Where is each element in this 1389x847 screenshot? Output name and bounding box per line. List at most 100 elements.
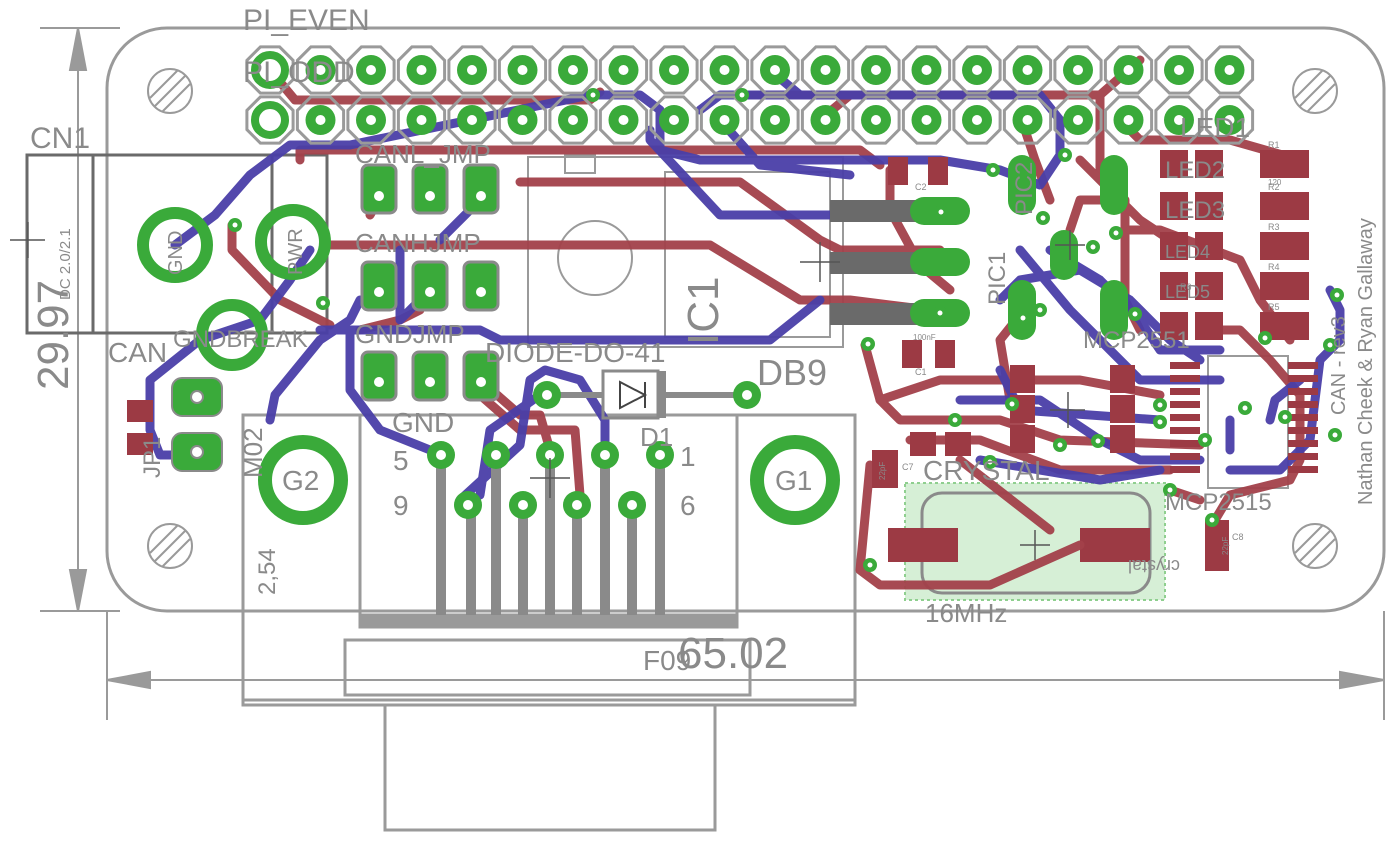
mounting-hole-top-right bbox=[1292, 68, 1338, 114]
jumper-holes bbox=[374, 191, 486, 387]
header-pin-outline bbox=[598, 95, 649, 145]
mcp2515-pin-left bbox=[1170, 427, 1200, 434]
header-pin-outline bbox=[396, 95, 447, 145]
header-pin-hole bbox=[416, 65, 427, 75]
header-pin-hole bbox=[315, 115, 326, 125]
header-pin-hole bbox=[1224, 65, 1235, 75]
header-pin-hole bbox=[568, 65, 578, 75]
jumper-headers bbox=[360, 163, 500, 402]
header-pin-outline bbox=[497, 95, 548, 145]
header-pin-hole bbox=[618, 65, 629, 75]
label-cn1: CN1 bbox=[30, 122, 90, 155]
mounting-hole-top-left bbox=[147, 68, 193, 114]
label-pic2: PIC2 bbox=[1011, 162, 1038, 215]
via-hole bbox=[1332, 432, 1338, 438]
header-pin-outline bbox=[952, 45, 1002, 95]
header-pin-hole bbox=[1073, 65, 1083, 75]
header-pin-hole bbox=[770, 115, 780, 125]
header-pin-outline bbox=[1204, 45, 1255, 95]
dimension-vertical bbox=[40, 27, 120, 612]
header-pin-outline bbox=[1002, 95, 1053, 145]
label-22pf-bottom: 22pF bbox=[878, 462, 887, 480]
label-dc: DC 2.0/2.1 bbox=[57, 228, 74, 300]
header-pin-hole bbox=[770, 65, 780, 75]
mcp2515-pin-right bbox=[1288, 362, 1318, 369]
header-pin-outline bbox=[548, 45, 598, 95]
label-ic1: IC1 bbox=[679, 277, 728, 345]
label-pi-even: PI_EVEN bbox=[243, 4, 370, 37]
label-f09: F09 bbox=[643, 645, 691, 676]
via-hole bbox=[320, 300, 326, 306]
diode-d1 bbox=[533, 369, 761, 420]
header-pin-hole bbox=[517, 115, 528, 125]
label-led3: LED3 bbox=[1165, 197, 1225, 224]
header-pin-hole bbox=[1022, 65, 1033, 75]
header-pin-outline bbox=[447, 45, 497, 95]
via-hole bbox=[1157, 419, 1163, 425]
header-pin-outline bbox=[800, 95, 851, 145]
label-gnd-jmp: GNDJMP bbox=[355, 319, 465, 349]
can-terminal-m02 bbox=[171, 377, 223, 472]
header-pin-hole bbox=[719, 65, 730, 75]
via-hole bbox=[1209, 517, 1215, 523]
ic1-leads bbox=[830, 197, 970, 327]
db9-connector-outline bbox=[241, 413, 857, 832]
label-pin5: 5 bbox=[393, 445, 409, 476]
mcp2515-pin-left bbox=[1170, 466, 1200, 473]
label-diode-pkg: DIODE-DO-41 bbox=[485, 337, 665, 368]
header-pin-hole bbox=[972, 65, 982, 75]
label-res-val: 120 bbox=[1268, 178, 1282, 187]
label-canh-jmp: CANHJMP bbox=[355, 228, 481, 258]
via-hole bbox=[232, 222, 238, 228]
dc-jack-pads bbox=[137, 204, 331, 371]
header-pin-hole bbox=[467, 115, 477, 125]
via-hole bbox=[1009, 401, 1015, 407]
header-pin-outline bbox=[1053, 95, 1103, 145]
header-pin-outline bbox=[346, 45, 396, 95]
header-pin-outline bbox=[497, 45, 548, 95]
via-hole bbox=[1037, 307, 1043, 313]
label-pin9: 9 bbox=[393, 490, 409, 521]
header-pin-outline bbox=[245, 95, 295, 145]
label-dim-2997: 29.97 bbox=[29, 280, 78, 390]
via-hole bbox=[937, 310, 943, 316]
label-freq: 16MHz bbox=[925, 598, 1007, 628]
label-c1: C1 bbox=[915, 367, 927, 377]
header-pin-hole bbox=[1123, 115, 1134, 125]
label-mcp2551: MCP2551 bbox=[1083, 327, 1190, 354]
header-pin-outline bbox=[548, 95, 598, 145]
mcp2515-pin-right bbox=[1288, 453, 1318, 460]
mounting-hole-bottom-right bbox=[1292, 523, 1338, 569]
header-pin-outline bbox=[396, 45, 447, 95]
label-db9: DB9 bbox=[757, 352, 827, 393]
via-hole bbox=[739, 92, 745, 98]
label-dim-6502: 65.02 bbox=[678, 629, 788, 678]
via-hole bbox=[1095, 438, 1101, 444]
header-pin-outline bbox=[1154, 45, 1204, 95]
label-led4: LED4 bbox=[1165, 242, 1210, 262]
header-pin-hole bbox=[1174, 115, 1184, 125]
via-hole bbox=[1327, 342, 1333, 348]
mcp2515-pin-left bbox=[1170, 453, 1200, 460]
header-pin-outline bbox=[901, 95, 952, 145]
db9-pin-holes bbox=[436, 450, 665, 510]
via-hole bbox=[1040, 215, 1046, 221]
label-canl-jmp: CANL_JMP bbox=[355, 139, 491, 169]
header-pin-hole bbox=[265, 115, 275, 125]
board-outline bbox=[105, 26, 1386, 613]
header-pin-hole bbox=[265, 65, 275, 75]
mounting-hole-bottom-left bbox=[147, 523, 193, 569]
header-pin-outline bbox=[447, 95, 497, 145]
label-pic1: PIC1 bbox=[984, 252, 1011, 305]
header-pin-hole bbox=[1022, 115, 1033, 125]
label-r4: R4 bbox=[1268, 262, 1280, 272]
label-c8: C8 bbox=[1232, 532, 1244, 542]
label-gnd-pad: GND bbox=[165, 231, 187, 275]
header-pin-hole bbox=[669, 65, 679, 75]
mcp2515-pin-right bbox=[1288, 427, 1318, 434]
via-hole bbox=[1113, 230, 1119, 236]
via-hole bbox=[867, 562, 873, 568]
header-pin-outline bbox=[649, 95, 699, 145]
header-pin-hole bbox=[871, 115, 881, 125]
